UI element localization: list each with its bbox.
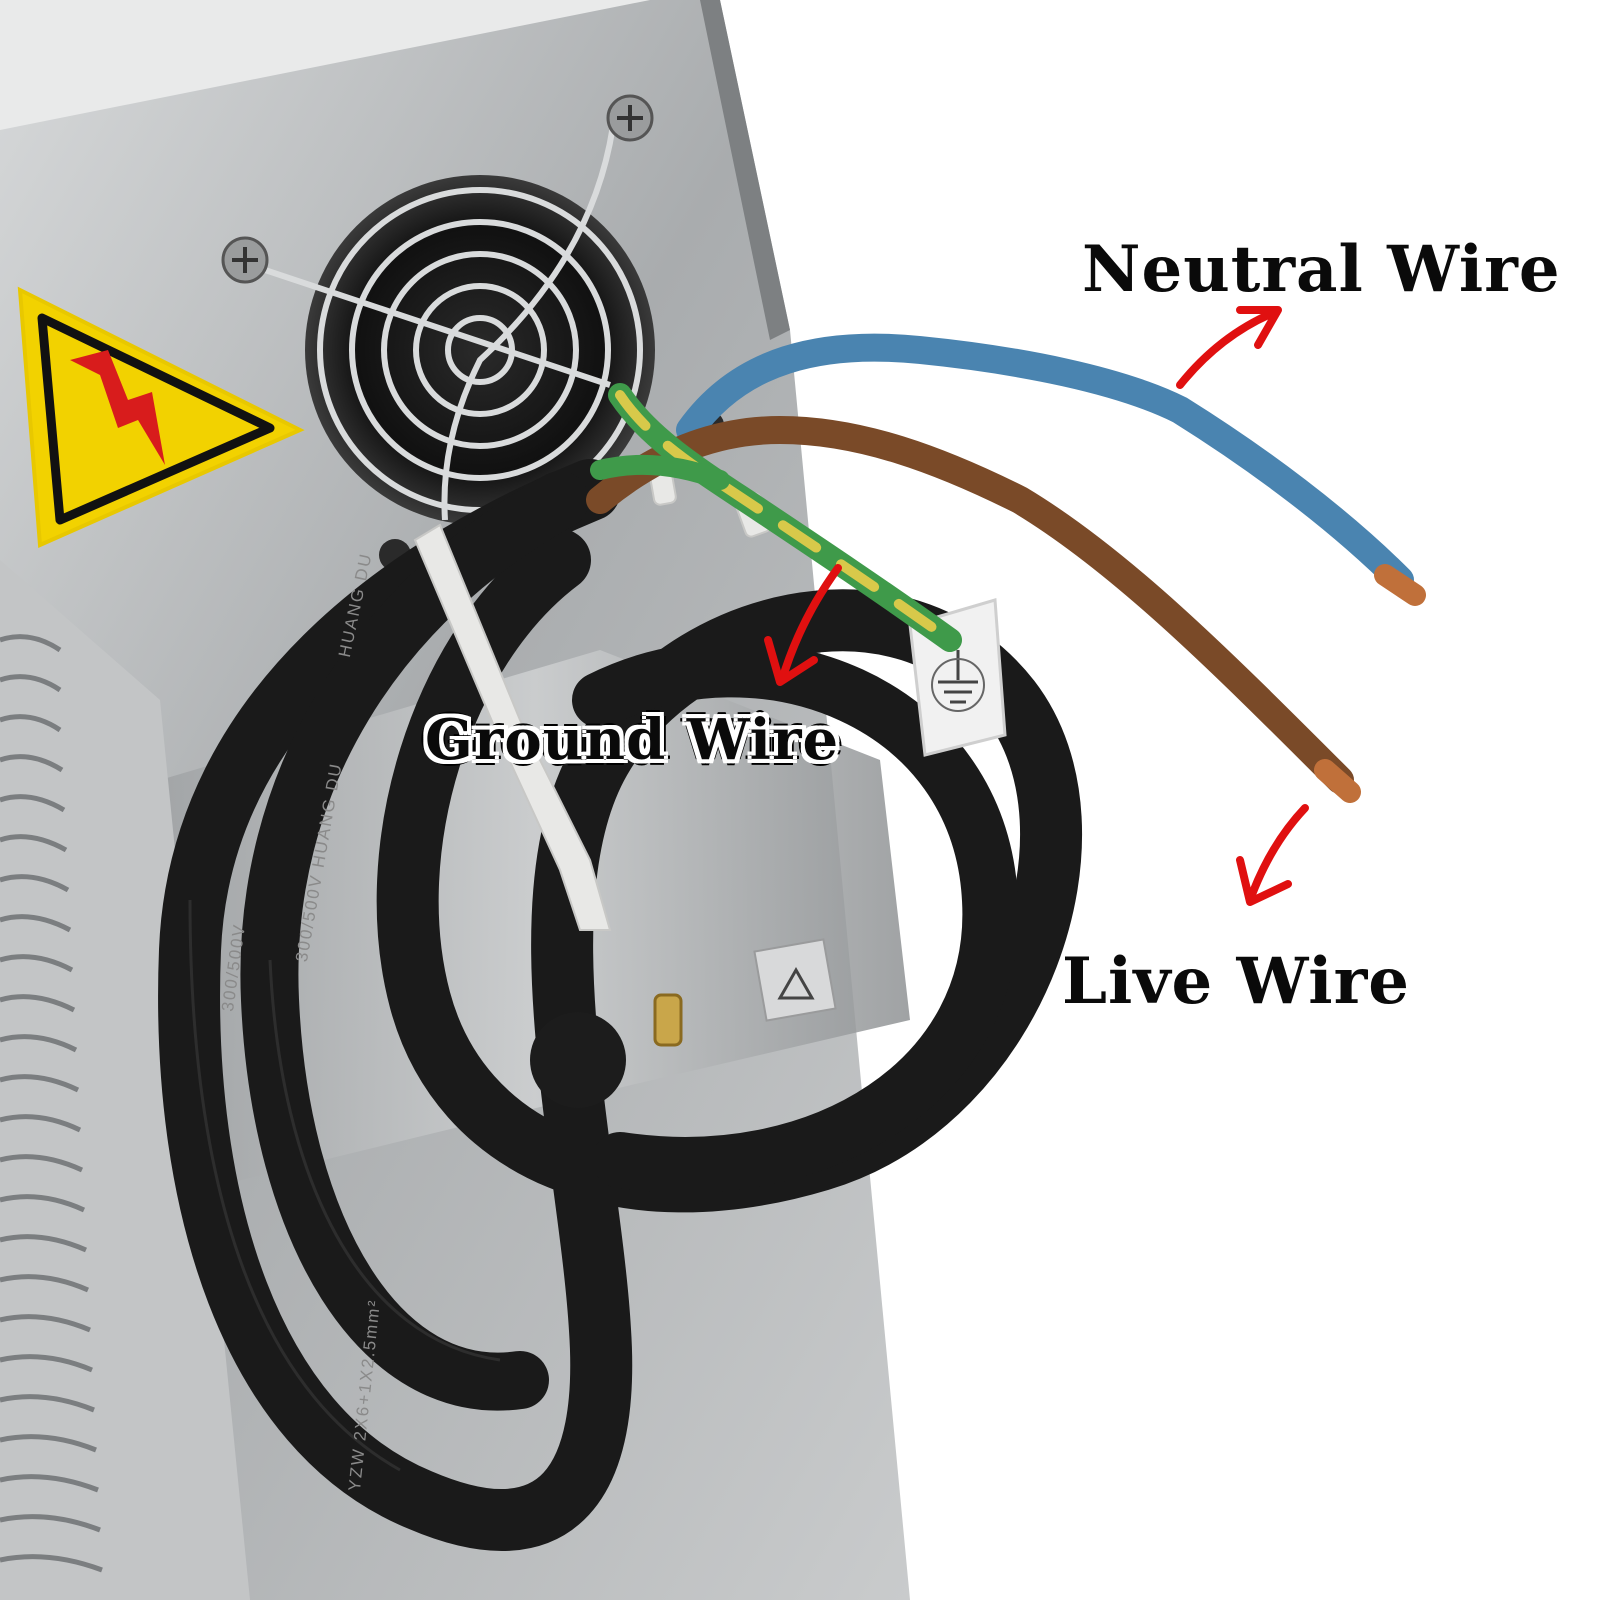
neutral-wire-label: Neutral Wire bbox=[1082, 232, 1561, 307]
live-arrow bbox=[1236, 804, 1309, 906]
brass-fitting bbox=[530, 993, 683, 1108]
ground-wire-label: Ground Wire bbox=[425, 707, 840, 773]
equipotential-symbol-icon bbox=[753, 938, 837, 1022]
live-wire-label: Live Wire bbox=[1062, 944, 1410, 1019]
live-wire bbox=[586, 415, 1361, 803]
ground-arrow bbox=[764, 564, 842, 686]
neutral-wire bbox=[676, 333, 1426, 606]
ground-wire bbox=[590, 383, 962, 652]
high-voltage-warning-icon bbox=[17, 286, 305, 548]
fan-guard bbox=[221, 94, 724, 571]
mesh-belt bbox=[0, 634, 103, 1573]
neutral-arrow bbox=[1176, 306, 1282, 389]
power-cable bbox=[158, 459, 1083, 1551]
